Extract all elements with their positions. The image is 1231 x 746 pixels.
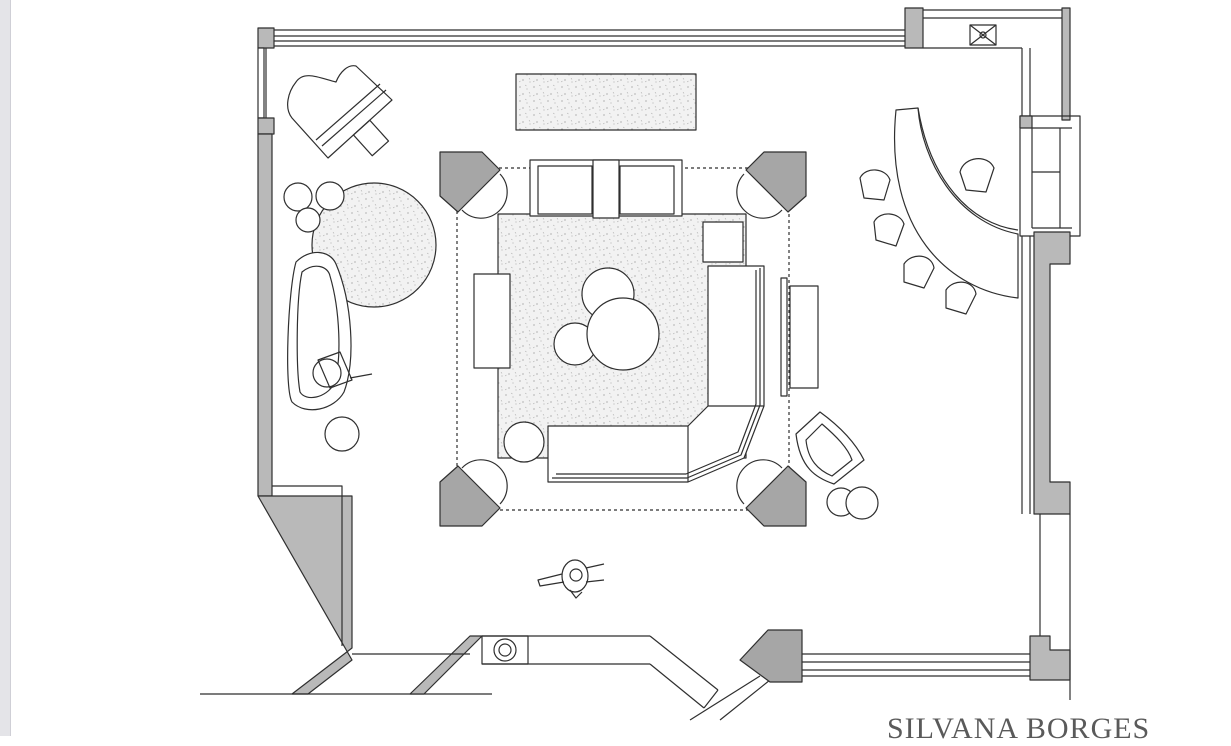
column-round-box (481, 635, 529, 665)
seated-person-icon (312, 358, 342, 388)
side-table-c (295, 207, 321, 233)
piano-bench (352, 119, 390, 157)
center-seating-area (439, 151, 819, 527)
bar-stool-inner (959, 158, 995, 193)
side-table-a (283, 182, 313, 212)
standing-person-icon (537, 559, 605, 599)
console-right (789, 285, 819, 389)
wall-corner-top-right (904, 7, 924, 49)
console-top (515, 73, 697, 131)
round-rug-left (311, 182, 437, 308)
exterior-walls (200, 7, 1081, 721)
side-table-b (315, 181, 345, 211)
side-table-f (845, 486, 879, 520)
bar-stools (859, 169, 977, 315)
side-table-d (324, 416, 360, 452)
coffee-table-3 (586, 297, 660, 371)
window-bay-right (1019, 115, 1081, 237)
end-table-square (702, 221, 744, 263)
armchair-right (795, 411, 879, 520)
bottom-right-column (739, 629, 803, 683)
wall-corner-top-left (257, 27, 275, 49)
side-table-sofa (503, 421, 545, 463)
bar-counter (894, 107, 1019, 299)
bench-left (473, 273, 511, 369)
sink-fixture (969, 24, 997, 46)
left-lounge-area (283, 181, 437, 452)
l-sectional-sofa (547, 265, 765, 483)
grand-piano (287, 65, 393, 159)
designer-signature: SILVANA BORGES (887, 712, 1151, 745)
column-se (745, 465, 807, 527)
column-nw (439, 151, 501, 213)
column-ne (745, 151, 807, 213)
column-sw (439, 465, 501, 527)
ceiling-outline (456, 167, 790, 511)
bar-area (859, 107, 1019, 315)
viewer-left-edge (0, 0, 11, 736)
tv-panel (780, 277, 788, 397)
